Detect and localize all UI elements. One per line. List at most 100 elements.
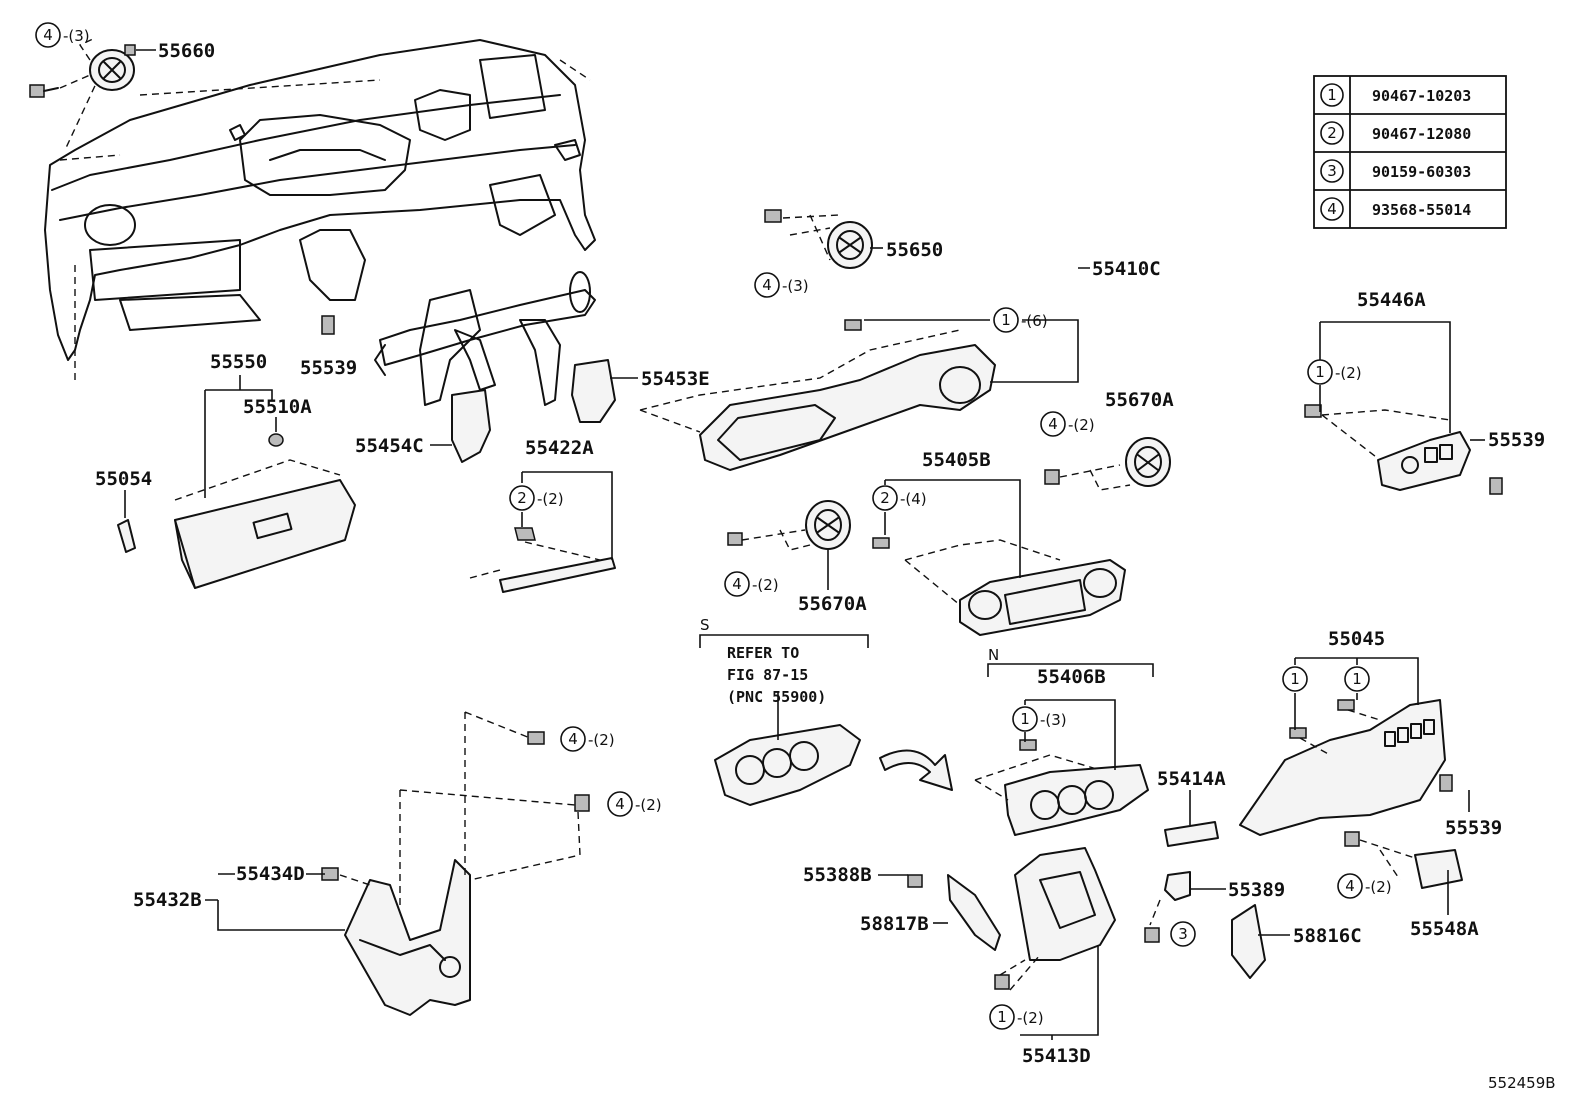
part-55510a-drawing — [268, 433, 284, 447]
label-55388b: 55388B — [803, 864, 872, 886]
callout-c14: 4 -(2) — [1337, 873, 1392, 899]
label-55550: 55550 — [210, 351, 267, 373]
callout-c1: 4 -(3) — [35, 22, 90, 48]
part-55454c-drawing — [451, 389, 491, 463]
hvac-control-n-drawing — [1004, 739, 1149, 836]
panel-55413d-drawing — [994, 847, 1116, 990]
label-55414a: 55414A — [1157, 768, 1226, 790]
instrument-panel-drawing — [44, 39, 596, 361]
callout-c7: 2 -(4) — [872, 485, 927, 511]
svg-text:2: 2 — [880, 489, 890, 507]
refer-line-3: (PNC 55900) — [727, 688, 826, 706]
label-55410c: 55410C — [1092, 258, 1161, 280]
label-58817b: 58817B — [860, 913, 929, 935]
svg-text:-(3): -(3) — [782, 277, 809, 295]
svg-text:90467-10203: 90467-10203 — [1372, 87, 1471, 105]
label-55454c: 55454C — [355, 435, 424, 457]
svg-text:4: 4 — [615, 795, 625, 813]
svg-text:4: 4 — [762, 276, 772, 294]
callout-c3: 1 -(6) — [993, 307, 1048, 333]
label-55539-bottom: 55539 — [1445, 817, 1502, 839]
svg-text:-(2): -(2) — [1017, 1009, 1044, 1027]
svg-text:3: 3 — [1327, 162, 1337, 180]
fastener-row-3: 3 90159-60303 — [1320, 159, 1471, 183]
svg-text:-(2): -(2) — [635, 796, 662, 814]
part-58816c-drawing — [1231, 904, 1266, 979]
variant-n-bracket: N — [987, 646, 1154, 677]
label-55548a: 55548A — [1410, 918, 1479, 940]
fastener-row-2: 2 90467-12080 — [1320, 121, 1471, 145]
callout-c9: 1 -(3) — [1012, 706, 1067, 732]
label-55670a-left: 55670A — [798, 593, 867, 615]
arrow-to-n-variant — [879, 749, 953, 791]
label-55405b: 55405B — [922, 449, 991, 471]
glove-box-drawing — [174, 479, 356, 589]
label-55446a: 55446A — [1357, 289, 1426, 311]
label-55389: 55389 — [1228, 879, 1285, 901]
callout-c6: 2 -(2) — [509, 485, 564, 511]
svg-text:3: 3 — [1178, 925, 1188, 943]
vent-55670a-left-drawing — [727, 500, 851, 550]
callout-c15: 3 — [1170, 921, 1196, 947]
svg-text:93568-55014: 93568-55014 — [1372, 201, 1471, 219]
part-55453e-drawing — [571, 359, 616, 423]
vent-55660-drawing — [29, 44, 136, 98]
label-55539-dash: 55539 — [300, 357, 357, 379]
label-55670a-right: 55670A — [1105, 389, 1174, 411]
svg-text:1: 1 — [1352, 670, 1362, 688]
svg-text:4: 4 — [1345, 877, 1355, 895]
svg-text:1: 1 — [1290, 670, 1300, 688]
svg-text:-(2): -(2) — [1365, 878, 1392, 896]
svg-text:4: 4 — [568, 730, 578, 748]
svg-text:-(3): -(3) — [63, 27, 90, 45]
refer-line-1: REFER TO — [727, 644, 799, 662]
svg-text:-(2): -(2) — [752, 576, 779, 594]
svg-text:1: 1 — [1327, 86, 1337, 104]
label-58816c: 58816C — [1293, 925, 1362, 947]
label-55432b: 55432B — [133, 889, 202, 911]
leader-lines — [124, 49, 1485, 1040]
bezel-55410c-drawing — [699, 319, 996, 471]
svg-text:-(2): -(2) — [1335, 364, 1362, 382]
part-55548a-drawing — [1414, 849, 1463, 889]
label-55045: 55045 — [1328, 628, 1385, 650]
svg-text:4: 4 — [732, 575, 742, 593]
svg-text:-(3): -(3) — [1040, 711, 1067, 729]
callout-c4: 1 -(2) — [1307, 359, 1362, 385]
svg-text:-(2): -(2) — [1068, 416, 1095, 434]
callout-c10: 1 — [1282, 666, 1308, 692]
fastener-row-4: 4 93568-55014 — [1320, 197, 1471, 221]
svg-text:90467-12080: 90467-12080 — [1372, 125, 1471, 143]
fastener-table: 1 90467-10203 2 90467-12080 3 90159-6030… — [1313, 75, 1507, 229]
clip-55539-bottom-drawing — [1439, 774, 1453, 792]
callout-c8: 4 -(2) — [724, 571, 779, 597]
label-55660: 55660 — [158, 40, 215, 62]
callout-c5: 4 -(2) — [1040, 411, 1095, 437]
bracket-55389-drawing — [1164, 871, 1191, 901]
label-55510a: 55510A — [243, 396, 312, 418]
callout-c16: 1 -(2) — [989, 1004, 1044, 1030]
svg-text:1: 1 — [1315, 363, 1325, 381]
diagram-id: 552459B — [1488, 1074, 1556, 1092]
svg-text:-(4): -(4) — [900, 490, 927, 508]
svg-text:4: 4 — [1327, 200, 1337, 218]
part-58817b-drawing — [947, 874, 1001, 951]
label-55434d: 55434D — [236, 863, 305, 885]
part-55414a-drawing — [1164, 821, 1219, 847]
vent-55670a-right-drawing — [1044, 437, 1171, 487]
vent-55650-drawing — [764, 209, 873, 269]
svg-text:90159-60303: 90159-60303 — [1372, 163, 1471, 181]
hvac-control-s-drawing — [714, 724, 861, 806]
switch-panel-55446a-drawing — [1304, 404, 1471, 491]
part-55054-drawing — [117, 519, 136, 553]
callout-c13: 4 -(2) — [607, 791, 662, 817]
callout-c12: 4 -(2) — [560, 726, 615, 752]
svg-text:1: 1 — [1020, 710, 1030, 728]
clip-55539-right-drawing — [1489, 477, 1503, 495]
label-55406b: 55406B — [1037, 666, 1106, 688]
svg-text:4: 4 — [43, 26, 53, 44]
lower-panel-55045-drawing — [1239, 699, 1446, 836]
label-55413d: 55413D — [1022, 1045, 1091, 1067]
